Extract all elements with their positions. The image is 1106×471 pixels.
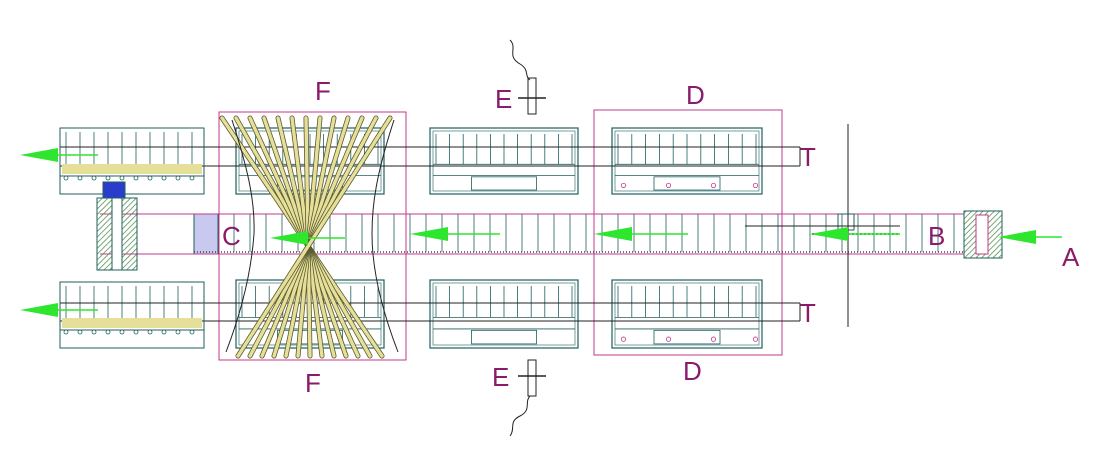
machine-table-e-top [429, 127, 579, 195]
machine-table-d-bottom [611, 279, 763, 349]
label-a: A [1062, 242, 1080, 272]
label-c: C [222, 221, 241, 251]
flow-arrow-exit-bottom [20, 303, 98, 317]
exit-table-top [59, 127, 205, 195]
flow-arrow-d [594, 227, 688, 241]
section-mark-bottom [509, 359, 546, 437]
transfer-unit [96, 181, 138, 271]
label-d-top: D [686, 80, 705, 110]
main-conveyor [193, 213, 965, 255]
label-b: B [928, 221, 945, 251]
label-f-bottom: F [305, 368, 321, 398]
label-e-bottom: E [492, 362, 509, 392]
label-e-top: E [495, 84, 512, 114]
flow-arrow-e [410, 227, 500, 241]
flow-arrow-exit-top [20, 148, 98, 162]
machine-table-d-top [611, 127, 763, 195]
label-f-top: F [315, 76, 331, 106]
flow-arrow-entry [998, 230, 1062, 244]
zone-d [593, 109, 783, 356]
label-t-bottom: T [800, 298, 816, 328]
zone-f [218, 111, 407, 361]
section-mark-top [509, 39, 546, 115]
label-t-top: T [800, 142, 816, 172]
entry-block [963, 210, 1003, 259]
machine-table-e-bottom [429, 279, 579, 349]
label-d-bottom: D [683, 356, 702, 386]
flow-arrow-f [270, 231, 345, 245]
flow-arrow-b [810, 227, 900, 241]
exit-table-bottom [59, 281, 205, 349]
